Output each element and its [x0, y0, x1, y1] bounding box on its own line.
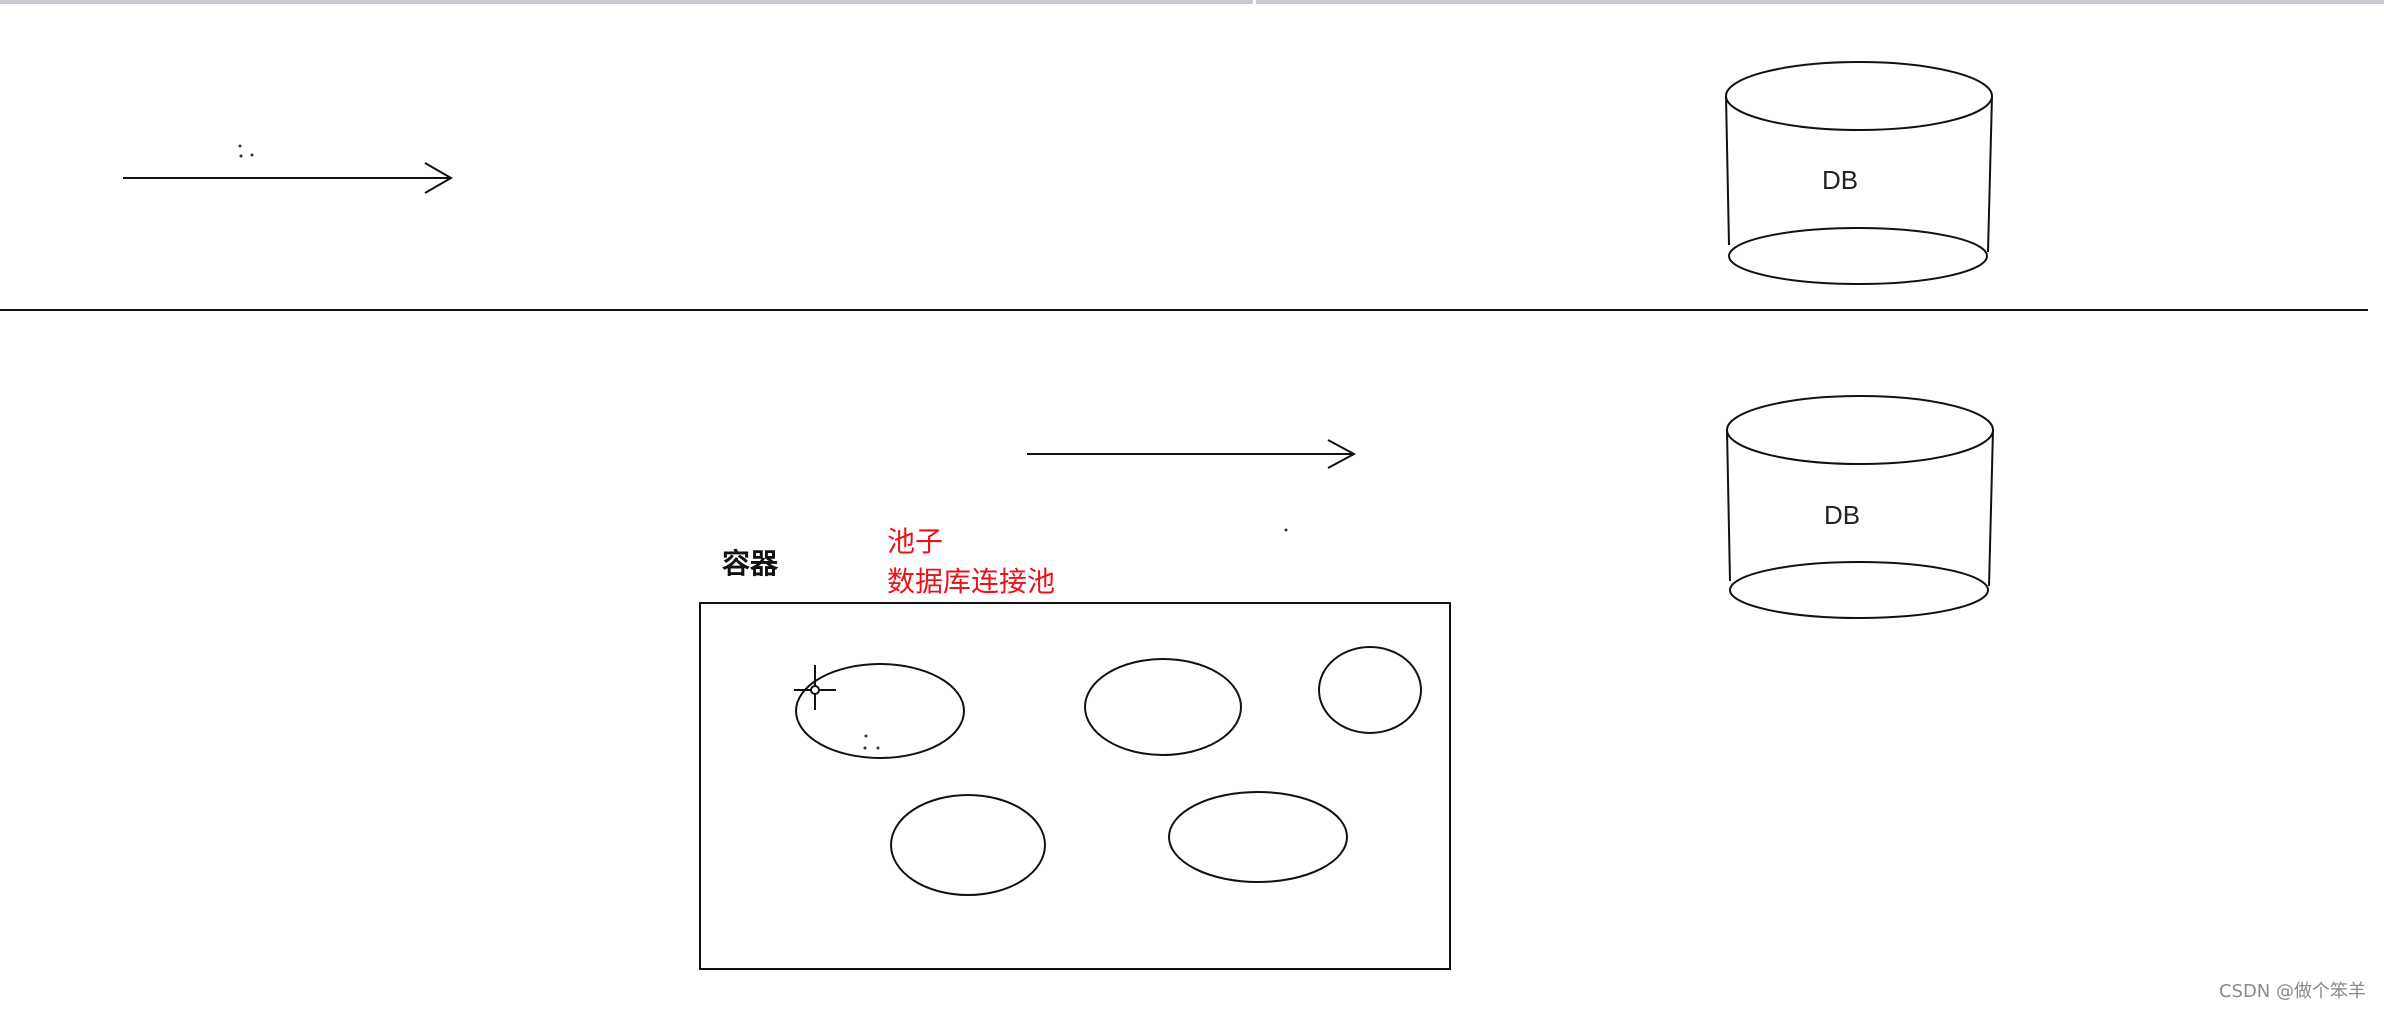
- window-top-bar-split: [1253, 0, 1256, 6]
- watermark-text: CSDN @做个笨羊: [2218, 981, 2366, 1002]
- upper-dots: [238, 144, 254, 158]
- connection-ellipse: [1168, 791, 1348, 883]
- container-label: 容器: [722, 547, 779, 580]
- lower-db-cylinder-icon: [1726, 395, 1994, 619]
- inner-dots: [863, 734, 880, 750]
- connection-ellipse: [890, 794, 1046, 896]
- stray-dot: [1284, 528, 1288, 532]
- pool-label: 池子 数据库连接池: [887, 522, 1055, 602]
- connection-ellipse: [1318, 646, 1422, 734]
- upper-db-cylinder-icon: [1725, 61, 1993, 285]
- connection-ellipse: [795, 663, 965, 759]
- upper-arrow: [123, 162, 454, 194]
- lower-db-label: DB: [1824, 500, 1861, 530]
- container-box: [699, 602, 1451, 970]
- crosshair-cursor-icon: [794, 665, 836, 710]
- lower-arrow: [1027, 439, 1357, 469]
- upper-db-label: DB: [1822, 165, 1859, 195]
- connection-ellipse: [1084, 658, 1242, 756]
- window-top-bar: [0, 0, 2384, 4]
- pool-title: 池子: [887, 525, 944, 558]
- pool-subtitle: 数据库连接池: [887, 565, 1056, 598]
